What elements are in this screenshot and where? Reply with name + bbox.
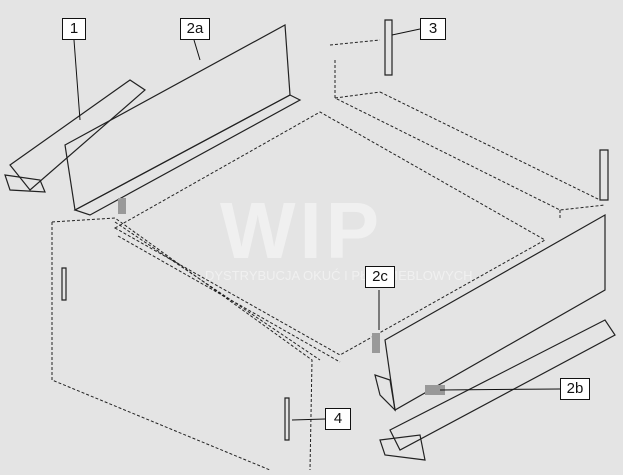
- back-brackets: [384, 19, 609, 201]
- front-fittings: [61, 267, 290, 441]
- watermark-tagline: DYSTRYBUCJA OKUĆ I PŁYT MEBLOWYCH: [205, 268, 473, 283]
- drawer-back-panel: [329, 39, 606, 220]
- drawer-front-panel: [51, 217, 321, 471]
- left-runner: [4, 79, 146, 193]
- callout-label-3: 3: [420, 18, 446, 40]
- left-side-panel: [64, 24, 302, 216]
- callout-label-2b: 2b: [560, 378, 590, 400]
- watermark-logo: WIP: [220, 186, 384, 275]
- right-runner: [379, 319, 616, 461]
- callout-label-4: 4: [325, 408, 351, 430]
- drawer-bottom-panel: [113, 111, 547, 363]
- callout-label-2a: 2a: [180, 18, 210, 40]
- leader-lines: [73, 28, 561, 421]
- callout-label-2c: 2c: [365, 266, 395, 288]
- callout-label-1: 1: [62, 18, 86, 40]
- right-side-panel: [374, 213, 606, 412]
